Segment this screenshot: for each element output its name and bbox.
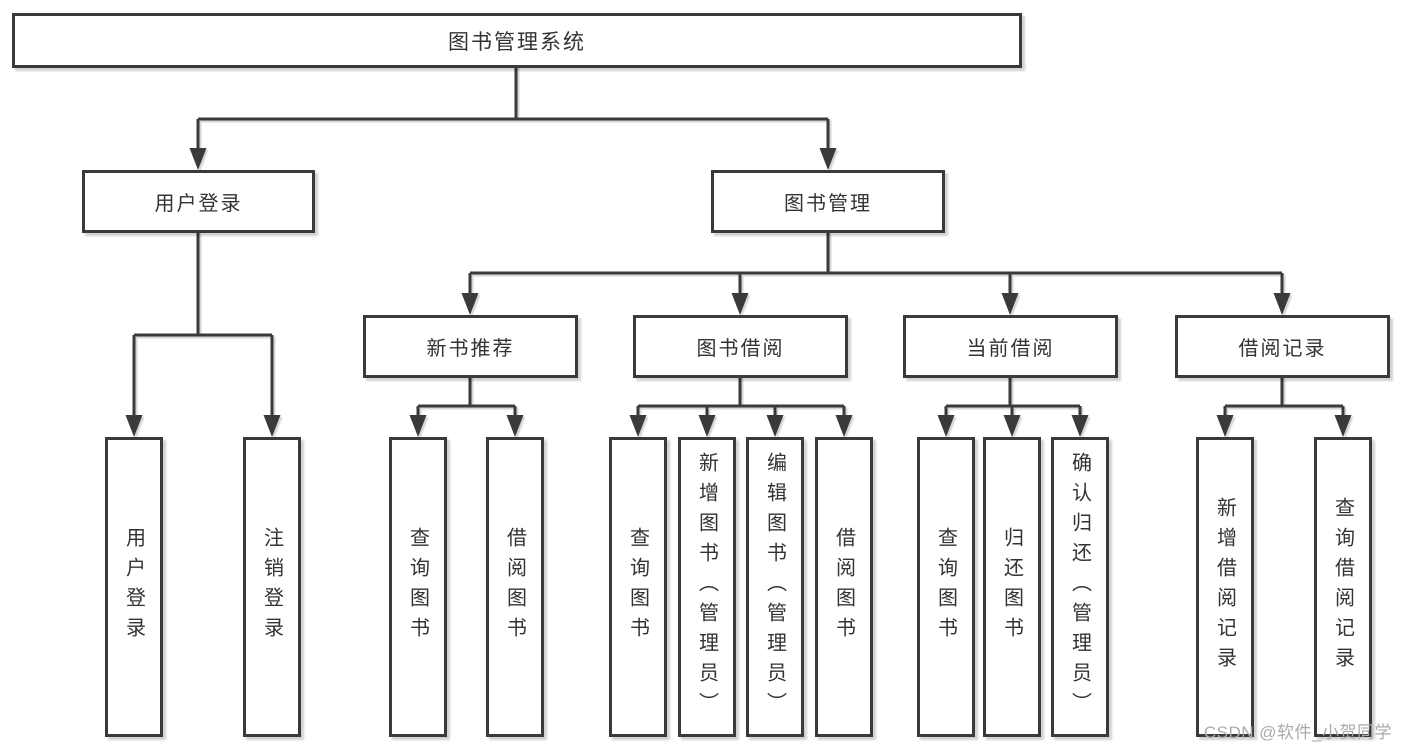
arrowhead (189, 148, 207, 170)
connector-book-management (468, 231, 1284, 295)
arrowhead (937, 415, 955, 437)
arrowhead (1071, 415, 1089, 437)
arrowhead (1216, 415, 1234, 437)
leaf-user-login: 用户登录 (105, 437, 163, 737)
node-user-login: 用户登录 (82, 170, 315, 233)
arrowhead (1334, 415, 1352, 437)
node-label: 借阅记录 (1238, 338, 1327, 360)
node-label: 编辑图书（管理员） (763, 452, 786, 722)
connector-current-borrowing (944, 376, 1082, 417)
leaf-borrow-books-recommend: 借阅图书 (486, 437, 544, 737)
arrowhead (731, 293, 749, 315)
arrowhead (461, 293, 479, 315)
leaf-borrow-books: 借阅图书 (815, 437, 873, 737)
node-book-borrowing: 图书借阅 (633, 315, 848, 378)
connector-borrowing-records (1223, 376, 1345, 417)
leaf-return-books: 归还图书 (983, 437, 1041, 737)
leaf-query-borrow-record: 查询借阅记录 (1314, 437, 1372, 737)
node-label: 图书管理 (784, 193, 872, 215)
arrowhead (125, 415, 143, 437)
arrowhead (1001, 293, 1019, 315)
node-label: 借阅图书 (832, 527, 855, 647)
arrowhead (698, 415, 716, 437)
arrowhead (835, 415, 853, 437)
node-label: 当前借阅 (966, 338, 1055, 360)
node-label: 用户登录 (154, 193, 243, 215)
arrowhead (629, 415, 647, 437)
node-label: 查询借阅记录 (1331, 497, 1354, 677)
node-label: 查询图书 (406, 527, 429, 647)
node-label: 查询图书 (626, 527, 649, 647)
leaf-edit-book-admin: 编辑图书（管理员） (746, 437, 804, 737)
arrowhead (263, 415, 281, 437)
arrowhead (1273, 293, 1291, 315)
node-new-book-recommend: 新书推荐 (363, 315, 578, 378)
leaf-logout: 注销登录 (243, 437, 301, 737)
leaf-query-books-current: 查询图书 (917, 437, 975, 737)
connector-root (196, 66, 830, 150)
node-label: 查询图书 (934, 527, 957, 647)
connector-new-book-recommend (416, 376, 517, 417)
node-label: 用户登录 (122, 527, 145, 647)
node-label: 借阅图书 (503, 527, 526, 647)
arrowhead (506, 415, 524, 437)
arrowhead (1003, 415, 1021, 437)
connector-user-login (132, 231, 274, 417)
arrowhead (819, 148, 837, 170)
watermark: CSDN @软件_小贺同学 (1203, 723, 1392, 742)
arrowhead (766, 415, 784, 437)
node-borrowing-records: 借阅记录 (1175, 315, 1390, 378)
leaf-confirm-return-admin: 确认归还（管理员） (1051, 437, 1109, 737)
node-current-borrowing: 当前借阅 (903, 315, 1118, 378)
leaf-query-books-recommend: 查询图书 (389, 437, 447, 737)
node-label: 图书借阅 (696, 338, 785, 360)
node-label: 归还图书 (1000, 527, 1023, 647)
leaf-add-book-admin: 新增图书（管理员） (678, 437, 736, 737)
node-book-management: 图书管理 (711, 170, 945, 233)
node-label: 确认归还（管理员） (1068, 452, 1091, 722)
node-library-system: 图书管理系统 (12, 13, 1022, 68)
leaf-query-books-borrowing: 查询图书 (609, 437, 667, 737)
leaf-add-borrow-record: 新增借阅记录 (1196, 437, 1254, 737)
node-label: 新书推荐 (426, 338, 515, 360)
connector-book-borrowing (636, 376, 846, 417)
arrowhead (409, 415, 427, 437)
node-label: 新增图书（管理员） (695, 452, 718, 722)
node-label: 注销登录 (260, 527, 283, 647)
node-label: 图书管理系统 (448, 30, 586, 54)
node-label: 新增借阅记录 (1213, 497, 1236, 677)
